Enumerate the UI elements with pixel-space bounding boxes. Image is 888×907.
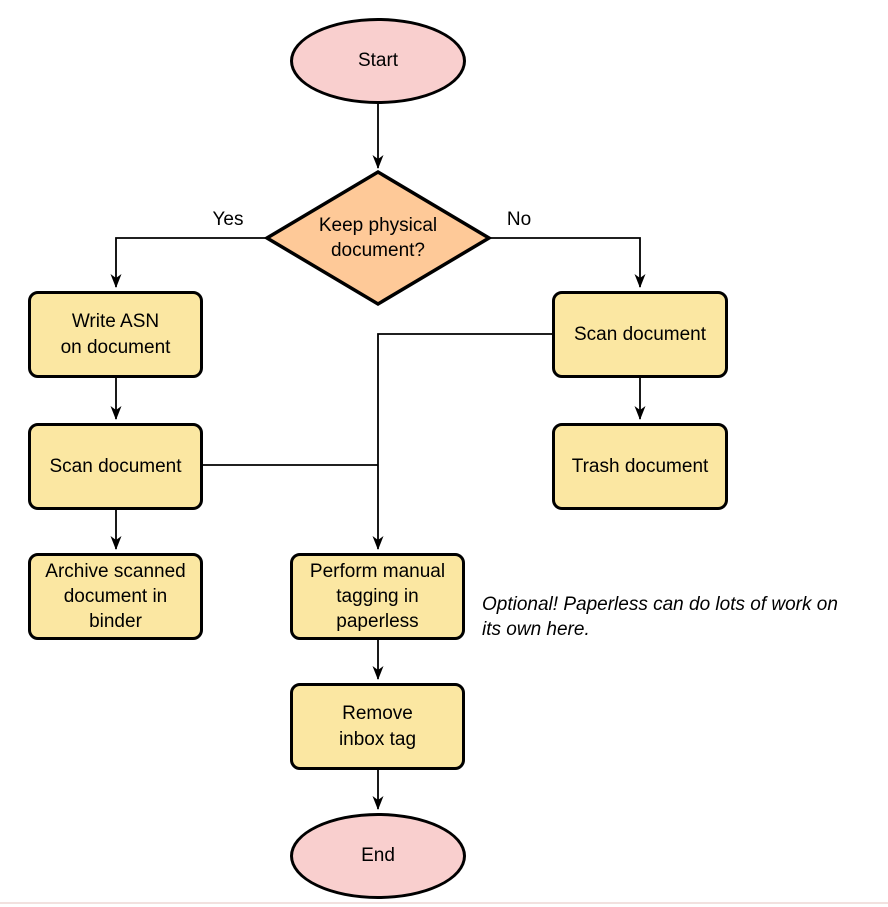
end-node: End — [290, 813, 466, 899]
yes-label-text: Yes — [212, 209, 244, 230]
page-bottom-divider — [0, 902, 888, 904]
edge-label-no: No — [494, 209, 544, 231]
end-node-label: End — [361, 845, 395, 867]
manual-tagging-node-label: Perform manual tagging in paperless — [309, 560, 446, 633]
trash-document-node-label: Trash document — [571, 455, 709, 477]
scan-document-left-node-label: Scan document — [49, 455, 182, 477]
remove-inbox-tag-node: Remove inbox tag — [290, 683, 465, 770]
decision-node-shape — [263, 169, 493, 307]
start-node: Start — [290, 18, 466, 104]
manual-tagging-node: Perform manual tagging in paperless — [290, 553, 465, 640]
archive-document-node-label: Archive scanned document in binder — [45, 560, 186, 633]
scan-document-left-node: Scan document — [28, 423, 203, 510]
start-node-label: Start — [357, 50, 399, 72]
edge-scan-right-to-tagging — [372, 333, 552, 550]
trash-document-node: Trash document — [552, 423, 728, 510]
scan-document-right-node-label: Scan document — [573, 323, 707, 345]
archive-document-node: Archive scanned document in binder — [28, 553, 203, 640]
no-label-text: No — [506, 209, 532, 230]
optional-annotation: Optional! Paperless can do lots of work … — [482, 594, 838, 641]
decision-node: Keep physical document? — [267, 172, 489, 304]
write-asn-node: Write ASN on document — [28, 291, 203, 378]
scan-document-right-node: Scan document — [552, 291, 728, 378]
write-asn-node-label: Write ASN on document — [60, 311, 171, 358]
edge-decision-no-to-scan-right — [489, 237, 646, 288]
decision-node-label: Keep physical document? — [318, 214, 438, 261]
edge-decision-yes-to-write-asn — [110, 237, 267, 288]
edge-label-yes: Yes — [203, 209, 253, 231]
remove-inbox-tag-node-label: Remove inbox tag — [338, 703, 417, 750]
